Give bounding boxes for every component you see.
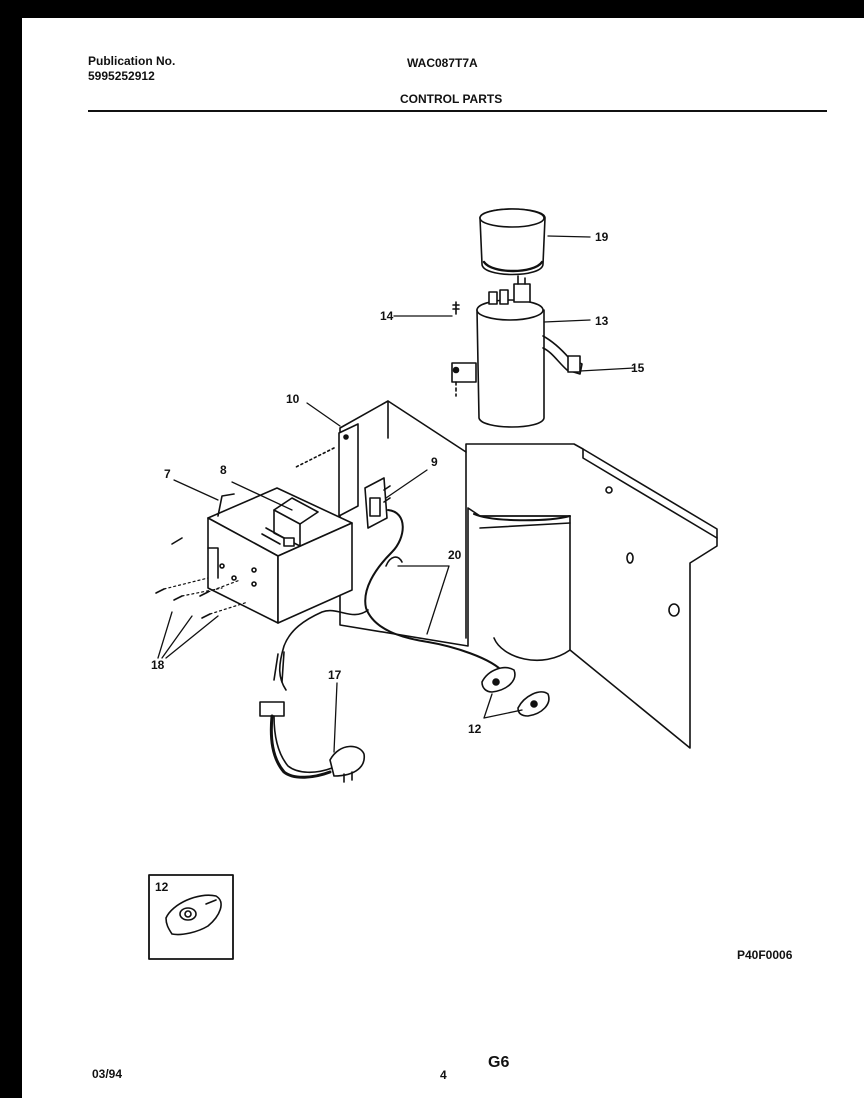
screws [155, 537, 257, 619]
capacitor [476, 275, 545, 428]
callout-labels: 19 14 13 15 10 9 7 8 20 18 17 12 12 [151, 230, 645, 894]
capacitor-strap [542, 335, 583, 375]
thermistor-clips [481, 666, 550, 717]
selector-switch [364, 477, 391, 529]
control-bracket [293, 423, 359, 517]
footer-date: 03/94 [92, 1067, 123, 1081]
parts-sheet: Publication No. 5995252912 WAC087T7A CON… [22, 18, 864, 1098]
callout-19: 19 [595, 230, 609, 244]
control-box [207, 487, 353, 624]
publication-label: Publication No. [88, 54, 176, 68]
mounting-screw [451, 301, 477, 397]
power-cord [259, 651, 365, 783]
callout-8: 8 [220, 463, 227, 477]
wiring-harness [278, 509, 505, 691]
callout-18: 18 [151, 658, 165, 672]
callout-14: 14 [380, 309, 394, 323]
model-number: WAC087T7A [407, 56, 478, 70]
callout-12: 12 [468, 722, 482, 736]
callout-17: 17 [328, 668, 342, 682]
exploded-parts-diagram: 19 14 13 15 10 9 7 8 20 18 17 12 12 [148, 208, 718, 960]
capacitor-cover [479, 208, 546, 276]
callout-20: 20 [448, 548, 462, 562]
footer-section-code: G6 [488, 1054, 510, 1071]
footer-page: 4 [440, 1068, 447, 1082]
publication-number: 5995252912 [88, 69, 155, 83]
header-rule [88, 110, 827, 112]
callout-7: 7 [164, 467, 171, 481]
control-panel [339, 400, 718, 749]
callout-15: 15 [631, 361, 645, 375]
thermostat [261, 497, 319, 547]
inset-label: 12 [155, 880, 169, 894]
inset-detail [148, 874, 234, 960]
callout-10: 10 [286, 392, 300, 406]
figure-code: P40F0006 [737, 948, 793, 962]
leader-lines [157, 235, 635, 753]
callout-13: 13 [595, 314, 609, 328]
callout-9: 9 [431, 455, 438, 469]
section-title: CONTROL PARTS [400, 92, 503, 106]
